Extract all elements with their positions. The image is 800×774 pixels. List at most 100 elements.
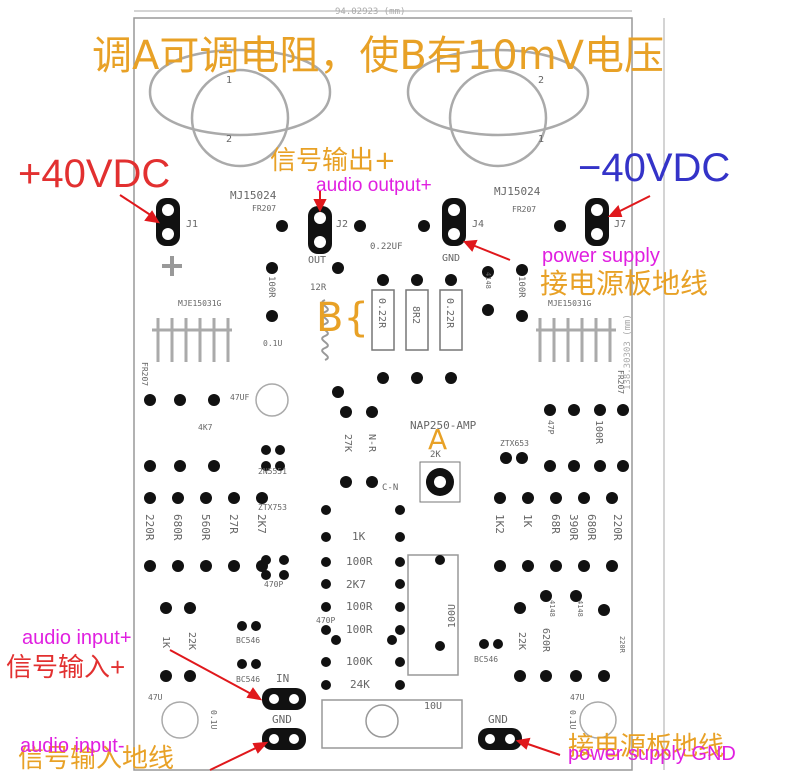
connector-j7 xyxy=(585,198,609,246)
res-left-4: 27R xyxy=(227,514,240,534)
res-left-3: 560R xyxy=(199,514,212,541)
res-right-2: 1K xyxy=(521,514,534,528)
capacitor-47u-right xyxy=(579,701,617,739)
plus-sign xyxy=(162,256,182,276)
j7-label: J7 xyxy=(614,219,627,230)
res-right-1: 1K2 xyxy=(493,514,506,534)
width-dimension-label: 94.02923 (mm) xyxy=(335,7,406,17)
mj15024-right-label: MJ15024 xyxy=(494,185,541,198)
annotation-arrows xyxy=(119,190,651,771)
center-res-7: 24K xyxy=(350,678,370,691)
res-right-4: 390R xyxy=(567,514,580,541)
r-100r-top-label: 100R xyxy=(266,276,276,298)
res-right-5: 680R xyxy=(585,514,598,541)
cap-10u-label: 10U xyxy=(424,701,443,712)
q-2n5551-label: 2N5551 xyxy=(258,467,287,476)
pin-label-2b: 2 xyxy=(538,75,545,86)
power-supply-label: power supply xyxy=(542,245,660,267)
d4148-a-label: 4148 xyxy=(484,272,492,289)
r-8r2-label: 8R2 xyxy=(410,306,421,325)
center-res-5: 100R xyxy=(346,623,373,636)
r-100r-far-right-label: 100R xyxy=(593,420,604,445)
connector-in xyxy=(262,688,306,710)
d4148-c-label: 4148 xyxy=(576,600,584,617)
out-label: OUT xyxy=(308,255,327,266)
cap-47u-left-label: 47U xyxy=(148,693,163,702)
pin-label-2: 2 xyxy=(226,134,233,145)
cap-01u-right-label: 0.1U xyxy=(568,710,577,730)
r-022r-b-label: 0.22R xyxy=(444,298,455,329)
audio-output-label: audio output+ xyxy=(316,175,432,196)
height-dimension-label: 138.30303 (mm) xyxy=(623,314,633,390)
center-res-6: 100K xyxy=(346,655,373,668)
power-ground-cn-label: 接电源板地线 xyxy=(568,732,725,762)
mje-left-label: MJE15031G xyxy=(178,299,222,308)
inductor-coil xyxy=(321,299,329,361)
fr207-side-right-label: FR207 xyxy=(616,370,625,395)
fr207-right-label: FR207 xyxy=(512,205,537,214)
connector-j2 xyxy=(308,206,332,254)
r-22k-br-label: 22K xyxy=(516,632,527,651)
signal-output-cn-label: 信号输出+ xyxy=(270,146,396,176)
bc546-a-label: BC546 xyxy=(236,636,261,645)
ztx653-label: ZTX653 xyxy=(500,439,529,448)
cap-01u-label: 0.1U xyxy=(263,339,283,348)
center-res-3: 2K7 xyxy=(346,578,366,591)
r-022r-a-label: 0.22R xyxy=(376,298,387,329)
connector-j4 xyxy=(442,198,466,246)
plus-40vdc-label: +40VDC xyxy=(18,152,171,196)
transistor-mj15024-right xyxy=(406,48,590,168)
pin-label-1: 1 xyxy=(226,75,233,86)
cap-022uf-label: 0.22UF xyxy=(370,242,403,252)
solder-pads xyxy=(144,220,629,690)
ground-cn-label: 接电源板地线 xyxy=(540,267,709,300)
capacitor-100u xyxy=(321,554,463,749)
res-left-5: 2K7 xyxy=(255,514,268,534)
j1-label: J1 xyxy=(186,219,199,230)
cap-47uf-label: 47UF xyxy=(230,393,250,402)
pcb-board-outline xyxy=(133,17,633,771)
center-res-2: 100R xyxy=(346,555,373,568)
r-100r-right-label: 100R xyxy=(516,276,526,298)
fr207-side-left-label: FR207 xyxy=(140,362,149,387)
connector-gnd-in xyxy=(262,728,306,750)
pin-label-1b: 1 xyxy=(538,134,545,145)
bc546-c-label: BC546 xyxy=(474,655,499,664)
in-label: IN xyxy=(276,672,290,685)
r-22k-bl-label: 22K xyxy=(186,632,197,651)
res-right-3: 68R xyxy=(549,514,562,534)
cap-470p-center-label: 470P xyxy=(316,616,336,625)
label-b: B{ xyxy=(316,295,369,341)
power-supply-gnd-label: power supply GND xyxy=(568,743,736,765)
r-27k-label: 27K xyxy=(342,434,353,453)
r-220-far-label: 220R xyxy=(618,636,626,653)
r-nr-label: N-R xyxy=(366,434,377,453)
capacitor-47u-left xyxy=(161,701,199,739)
gnd-in-label: GND xyxy=(272,713,292,726)
r-1k-bl-label: 1K xyxy=(160,636,171,649)
c-n-label: C-N xyxy=(382,483,399,493)
mj15024-left-label: MJ15024 xyxy=(230,189,277,202)
capacitor-47uf xyxy=(255,383,289,417)
gnd-top-label: GND xyxy=(442,253,461,264)
label-a: A xyxy=(428,423,448,456)
fr207-left-label: FR207 xyxy=(252,204,277,213)
connector-gnd-ps xyxy=(478,728,522,750)
signal-input-gnd-cn-label: 信号输入地线 xyxy=(18,744,175,774)
res-left-2: 680R xyxy=(171,514,184,541)
r-620r-br-label: 620R xyxy=(540,628,551,653)
cap-47p-right-label: 47P xyxy=(546,420,555,435)
d4148-b-label: 4148 xyxy=(548,600,556,617)
j4-label: J4 xyxy=(472,219,485,230)
r-12r-label: 12R xyxy=(310,283,327,293)
minus-40vdc-label: −40VDC xyxy=(578,146,731,190)
connector-j1 xyxy=(156,198,180,246)
transistor-mj15024-left xyxy=(148,48,332,168)
cap-470p-left-label: 470P xyxy=(264,580,284,589)
cap-100u-label: 100U xyxy=(447,604,458,629)
audio-input-plus-label: audio input+ xyxy=(22,627,132,649)
heatsink-right xyxy=(536,318,616,362)
audio-input-minus-label: audio input- xyxy=(20,735,125,757)
emitter-resistor-group xyxy=(371,289,463,351)
